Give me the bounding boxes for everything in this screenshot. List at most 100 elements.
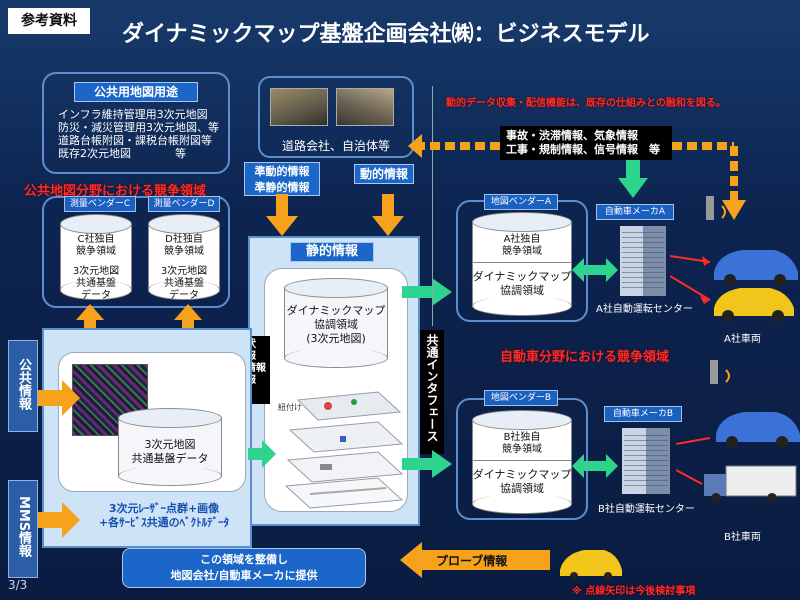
vendor-d-base: 共通基盤 (164, 278, 204, 289)
vendor-d-label: 測量ベンダーD (148, 196, 220, 212)
map-marker-block (320, 464, 332, 470)
car-yellow-a (714, 288, 794, 316)
vendor-a-competition: 競争領域 (502, 246, 542, 257)
public-use-line: 防災・減災管理用3次元地図、等 (58, 121, 219, 134)
vendor-a-label: 地図ベンダーA (484, 194, 558, 210)
maker-a-label: 自動車メーカA (596, 204, 674, 220)
vendor-a-dm: ダイナミックマップ (472, 270, 572, 283)
vendor-d-map: 3次元地図 (160, 266, 208, 277)
public-use-line: 既存2次元地図 等 (58, 147, 186, 160)
building-a-windows (622, 230, 664, 292)
dashed-arrows (408, 134, 746, 220)
point-cloud-line: +各ｻｰﾋﾞｽ共通のﾍﾞｸﾄﾙﾃﾞｰﾀ (98, 516, 230, 529)
traffic-info-box: 事故・渋滞情報、気象情報 工事・規制情報、信号情報 等 (500, 126, 672, 160)
vendor-c-label: 測量ベンダーC (64, 196, 136, 212)
vendor-c-competition: 競争領域 (76, 246, 116, 257)
vendor-a-cylinder: A社独自競争領域 ダイナミックマップ協調領域 (472, 212, 572, 316)
dm-cooperative-cylinder: ダイナミックマップ 協調領域 (3次元地図) (284, 278, 388, 368)
vendor-d-cylinder: D社独自競争領域 3次元地図共通基盤データ (148, 214, 220, 301)
vendor-c-cylinder: C社独自競争領域 3次元地図共通基盤データ (60, 214, 132, 301)
red-arrow-tip (702, 256, 710, 266)
antenna-b (710, 360, 718, 384)
dynamic-data-note: 動的データ収集・配信機能は、既存の仕組みとの融和を図る。 (446, 98, 726, 109)
center-b-label: B社自動運転センター (598, 504, 695, 515)
quasi-info-box: 準動的情報 準静的情報 (244, 162, 320, 196)
map-layer-bottom (284, 477, 404, 509)
common-interface-box: 共通インタフェース (420, 330, 444, 454)
truck-b (725, 465, 797, 497)
up-arrow-d (174, 304, 202, 348)
map-layer-top (296, 391, 402, 421)
dm-title: ダイナミックマップ (286, 304, 386, 317)
layer-link-label: 紐付け (278, 403, 302, 412)
center-a-label: A社自動運転センター (596, 304, 693, 315)
public-use-panel: 公共用地図用途 インフラ維持管理用3次元地図 防災・減災管理用3次元地図、等 道… (42, 72, 230, 174)
green-down-to-maker-a (618, 160, 648, 198)
building-b-windows (624, 432, 668, 490)
vendor-c-map: 3次元地図 (72, 266, 120, 277)
vendor-b-dm: ダイナミックマップ (472, 468, 572, 481)
bottom-banner-line: 地図会社/自動車メーカに提供 (170, 569, 318, 582)
green-arrow-to-b (402, 450, 452, 478)
maker-b-label: 自動車メーカB (604, 406, 682, 422)
vendor-c-unique: C社独自 (77, 234, 115, 245)
public-use-line: 道路台帳附図・課税台帳附図等 (58, 134, 212, 147)
vendor-b-divider (472, 460, 572, 461)
cars-b (676, 360, 800, 503)
bottom-banner-line: この領域を整備し (200, 553, 288, 566)
green-arrows-to-vendors (402, 278, 452, 478)
traffic-info-line: 工事・規制情報、信号情報 等 (506, 143, 660, 156)
dynamic-info-box: 動的情報 (354, 164, 414, 184)
up-arrow-c (76, 304, 104, 348)
down-arrow-dynamic (372, 194, 404, 236)
mms-info-text: MMS情報 (16, 496, 31, 558)
arrow-public-in (38, 380, 80, 416)
reference-tag: 参考資料 (8, 8, 90, 34)
car-b-label: B社車両 (724, 532, 761, 543)
point-cloud-line: 3次元ﾚｰｻﾞｰ点群+画像 (108, 502, 220, 515)
vendor-c-base: 共通基盤 (76, 278, 116, 289)
vendor-a-divider (472, 262, 572, 263)
antenna-a (706, 196, 714, 220)
public-use-line: インフラ維持管理用3次元地図 (58, 108, 208, 121)
vendor-b-label: 地図ベンダーB (484, 390, 558, 406)
road-company-panel: 道路会社、自治体等 (258, 76, 414, 158)
static-info-box: 静的情報 (290, 242, 374, 262)
vendor-a-coop: 協調領域 (500, 284, 544, 297)
public-info-box: 公共情報 (8, 340, 38, 432)
page-number: 3/3 (8, 578, 28, 592)
car-a-label: A社車両 (724, 334, 761, 345)
vertical-divider (432, 86, 433, 326)
down-arrows-center (266, 194, 404, 236)
map-layer-3 (286, 451, 404, 483)
double-arrow-b (572, 454, 618, 478)
arrow-mms-in (38, 502, 80, 538)
common-interface-label: 共通インタフェース (425, 334, 439, 442)
vendor-d-data: データ (169, 290, 199, 301)
vendor-b-cylinder: B社独自競争領域 ダイナミックマップ協調領域 (472, 410, 572, 514)
green-double-arrows (572, 258, 618, 478)
green-arrow-base (248, 440, 276, 468)
cars-a (670, 196, 798, 322)
public-use-list: インフラ維持管理用3次元地図 防災・減災管理用3次元地図、等 道路台帳附図・課税… (58, 108, 228, 160)
base-data-subtitle: 共通基盤データ (131, 452, 209, 465)
vendor-c-data: データ (81, 290, 111, 301)
green-arrow-to-a (402, 278, 452, 306)
point-cloud-text: 3次元ﾚｰｻﾞｰ点群+画像 +各ｻｰﾋﾞｽ共通のﾍﾞｸﾄﾙﾃﾞｰﾀ (74, 502, 254, 530)
map-marker-car (324, 402, 332, 410)
base-data-cylinder: 3次元地図 共通基盤データ (118, 408, 222, 486)
auto-competition-heading: 自動車分野における競争領域 (500, 350, 670, 365)
public-competition-heading: 公共地図分野における競争領域 (24, 184, 207, 199)
map-layers (284, 391, 404, 509)
base-data-title: 3次元地図 (144, 438, 196, 451)
quasi-dynamic-label: 準動的情報 (254, 165, 310, 178)
map-road-line (309, 487, 387, 495)
vendor-b-coop: 協調領域 (500, 482, 544, 495)
red-arrow-tip (700, 296, 710, 304)
vendor-d-competition: 競争領域 (164, 246, 204, 257)
quasi-static-label: 準静的情報 (254, 181, 310, 194)
road-company-label: 道路会社、自治体等 (281, 139, 390, 153)
vendor-d-unique: D社独自 (165, 234, 203, 245)
dm-coop: 協調領域 (314, 318, 358, 331)
